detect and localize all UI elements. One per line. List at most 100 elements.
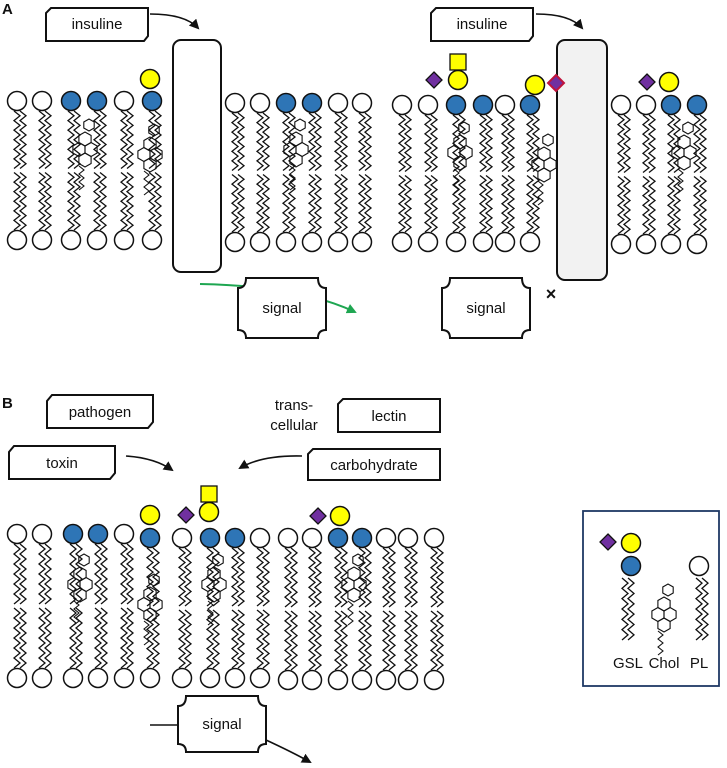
lipid-head-inner [635, 233, 657, 255]
lipid-tail [627, 577, 635, 641]
lipid-tail [500, 174, 510, 233]
lectin-label: lectin [371, 408, 406, 425]
lipid-head [610, 94, 632, 116]
sterol-ring [662, 583, 674, 597]
sterol-ring [78, 553, 90, 567]
lipid-head [327, 92, 349, 114]
lipid-tail [287, 173, 297, 233]
lipid-tail [12, 543, 22, 605]
lipid-head [351, 92, 373, 114]
lipid-tail [147, 171, 157, 231]
lipid-tail [381, 610, 391, 671]
lipid-head-inner [62, 667, 84, 689]
sterol-ring [148, 123, 160, 137]
lipid-tail [423, 114, 433, 173]
insulin-receptor-right [556, 39, 608, 281]
lipid-tail [333, 610, 343, 671]
glucose-head [86, 90, 108, 112]
lipid-head-inner [139, 667, 161, 689]
glucose-head [351, 527, 373, 549]
lipid-tail [261, 112, 271, 172]
lipid-tail [531, 174, 541, 233]
lipid-tail [451, 114, 461, 173]
sterol-tail [143, 620, 150, 646]
lipid-tail [68, 543, 78, 605]
lipid-tail [506, 114, 516, 173]
insuline-label-box-right: insuline [430, 7, 534, 42]
lipid-tail [177, 609, 187, 669]
lipid-head-inner [6, 229, 28, 251]
sterol-ring [83, 118, 95, 132]
lipid-head-inner [301, 669, 323, 691]
lipid-head-inner [171, 667, 193, 689]
lipid-tail [478, 114, 488, 173]
lipid-head-inner [423, 669, 445, 691]
lipid-tail [339, 547, 349, 608]
galactose-circle [329, 505, 351, 527]
lipid-head-inner [397, 669, 419, 691]
lipid-tail [698, 175, 708, 235]
lipid-head-inner [224, 231, 246, 253]
lipid-tail [641, 114, 651, 174]
sterol-tail [73, 600, 80, 626]
sterol-tail [143, 170, 150, 196]
lipid-tail [283, 547, 293, 608]
lipid-head-inner [277, 669, 299, 691]
lipid-tail [43, 607, 53, 669]
toxin-box: toxin [8, 445, 116, 480]
galnac-square [449, 53, 467, 71]
lipid-tail [506, 174, 516, 233]
lipid-tail [183, 547, 193, 607]
glucose-head [660, 94, 682, 116]
trans-label-line1: trans- [275, 397, 313, 414]
lipid-head [391, 94, 413, 116]
trans-label-line2: cellular [270, 417, 318, 434]
membrane-bilayer-b [6, 485, 445, 691]
lipid-tail [230, 609, 240, 669]
lipid-head-inner [6, 667, 28, 689]
lipid-tail [230, 173, 240, 233]
lipid-tail [451, 174, 461, 233]
lipid-tail [429, 174, 439, 233]
sterol-ring [352, 553, 364, 567]
lipid-tail [18, 171, 28, 231]
lipid-head-inner [113, 667, 135, 689]
signal-box-a-right: signal [441, 277, 531, 339]
panel-a-right: insuline signal × [391, 7, 708, 339]
signal-box-a-left: signal [237, 277, 327, 339]
lipid-tail [37, 607, 47, 669]
glucose-head [472, 94, 494, 116]
lipid-tail [641, 175, 651, 235]
lipid-head-inner [249, 667, 271, 689]
lectin-box: lectin [337, 398, 441, 433]
panel-b: pathogen toxin lectin carbohydrate trans… [6, 394, 445, 763]
lipid-tail [307, 610, 317, 671]
lipid-head-inner [199, 667, 221, 689]
lipid-tail [92, 110, 102, 170]
lipid-tail [151, 547, 161, 607]
lipid-tail [145, 547, 155, 607]
sterol-ring [447, 144, 461, 161]
lipid-tail [236, 112, 246, 172]
lipid-tail [429, 547, 439, 608]
lipid-tail [429, 610, 439, 671]
lipid-tail [92, 171, 102, 231]
lipid-tail [261, 173, 271, 233]
lipid-tail [531, 114, 541, 173]
lipid-tail [93, 607, 103, 669]
sialic-acid-diamond [309, 507, 327, 525]
lipid-head [494, 94, 516, 116]
lipid-tail [339, 610, 349, 671]
membrane-bilayer-a-left [6, 68, 373, 253]
lipid-tail [701, 577, 709, 641]
glucose-head [301, 92, 323, 114]
panel-a-left: insuline signal [6, 7, 373, 339]
lipid-tail [18, 543, 28, 605]
lipid-tail [363, 173, 373, 233]
lipid-tail [18, 607, 28, 669]
pathogen-box: pathogen [46, 394, 154, 429]
lipid-head-inner [141, 229, 163, 251]
lipid-tail [153, 171, 163, 231]
